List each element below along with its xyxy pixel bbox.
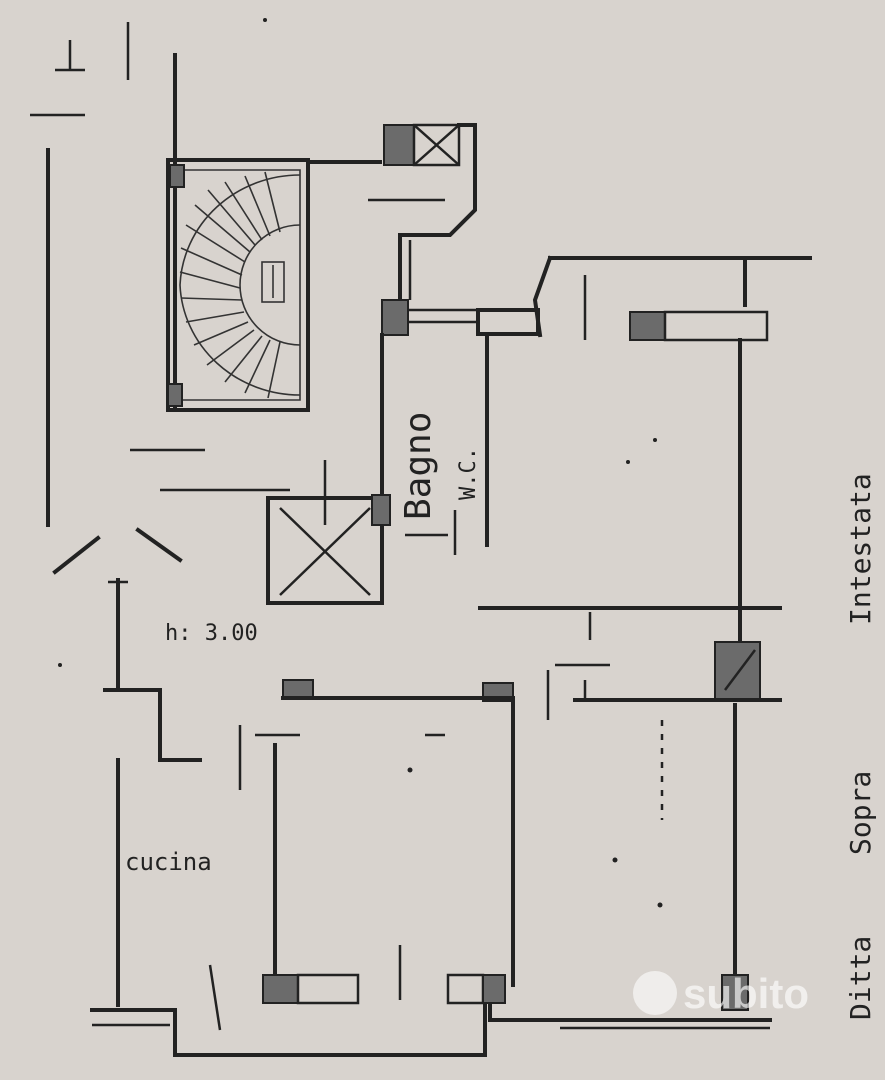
kitchen-label: cucina (125, 848, 212, 876)
window (663, 310, 769, 342)
column (721, 974, 749, 1011)
height-label: h: 3.00 (165, 621, 258, 646)
wall (90, 1003, 487, 1057)
column (629, 311, 666, 341)
door-swing (135, 527, 183, 563)
column (371, 494, 391, 526)
door-swing (52, 535, 101, 575)
window (408, 308, 480, 324)
wall (488, 998, 772, 1022)
shaft (412, 123, 461, 167)
neighbor-label-sopra: Sopra (844, 771, 877, 855)
column (381, 299, 409, 336)
wall (476, 308, 540, 336)
window (296, 973, 360, 1005)
window (446, 973, 485, 1005)
wall (398, 123, 477, 307)
column (167, 383, 183, 407)
wall (103, 688, 202, 762)
column (262, 974, 299, 1004)
staircase (166, 158, 310, 412)
neighbor-label-intestata: Intestata (844, 473, 877, 625)
column (169, 164, 185, 188)
north-marker (30, 22, 130, 117)
column (482, 974, 506, 1004)
neighbor-label-ditta: Ditta (844, 936, 877, 1020)
watermark-text: subito (683, 970, 809, 1017)
bathroom-label: Bagno (398, 412, 439, 520)
wc-label: W.C. (456, 447, 481, 500)
marks (58, 18, 663, 908)
column (282, 679, 314, 699)
wall (532, 255, 553, 338)
watermark-logo: subito (633, 970, 809, 1017)
column (383, 124, 415, 166)
